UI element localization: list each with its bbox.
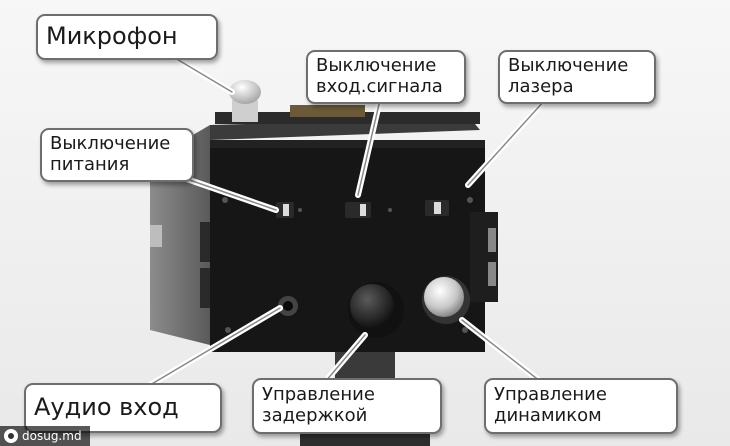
delay-knob bbox=[348, 282, 404, 338]
audio-jack bbox=[278, 296, 298, 316]
label-delay-ctrl: Управление задержкой bbox=[252, 378, 442, 434]
label-delay-ctrl-line2: задержкой bbox=[262, 405, 368, 426]
label-laser-off: Выключение лазера bbox=[498, 50, 656, 104]
microphone bbox=[229, 80, 261, 122]
label-input-off: Выключение вход.сигнала bbox=[306, 50, 466, 104]
input-switch bbox=[345, 202, 371, 218]
label-speaker-ctrl-line2: динамиком bbox=[494, 405, 602, 426]
label-laser-off-line2: лазера bbox=[508, 76, 574, 97]
label-power-off-line2: питания bbox=[50, 154, 130, 175]
label-laser-off-line1: Выключение bbox=[508, 55, 629, 77]
watermark: dosug.md bbox=[0, 426, 90, 446]
label-audio-in-text: Аудио вход bbox=[34, 393, 179, 422]
speaker-knob bbox=[422, 276, 470, 324]
watermark-text: dosug.md bbox=[22, 429, 82, 443]
label-microphone-text: Микрофон bbox=[46, 22, 178, 51]
label-power-off: Выключение питания bbox=[40, 128, 194, 182]
label-speaker-ctrl: Управление динамиком bbox=[484, 378, 678, 434]
power-switch bbox=[276, 202, 294, 218]
laser-switch bbox=[425, 200, 449, 216]
label-input-off-line2: вход.сигнала bbox=[316, 76, 443, 97]
label-audio-in: Аудио вход bbox=[24, 383, 222, 433]
label-input-off-line1: Выключение bbox=[316, 55, 437, 77]
watermark-logo-icon bbox=[4, 429, 18, 443]
label-power-off-line1: Выключение bbox=[50, 133, 171, 155]
label-speaker-ctrl-line1: Управление bbox=[494, 384, 607, 406]
label-microphone: Микрофон bbox=[36, 14, 218, 60]
label-delay-ctrl-line1: Управление bbox=[262, 384, 375, 406]
